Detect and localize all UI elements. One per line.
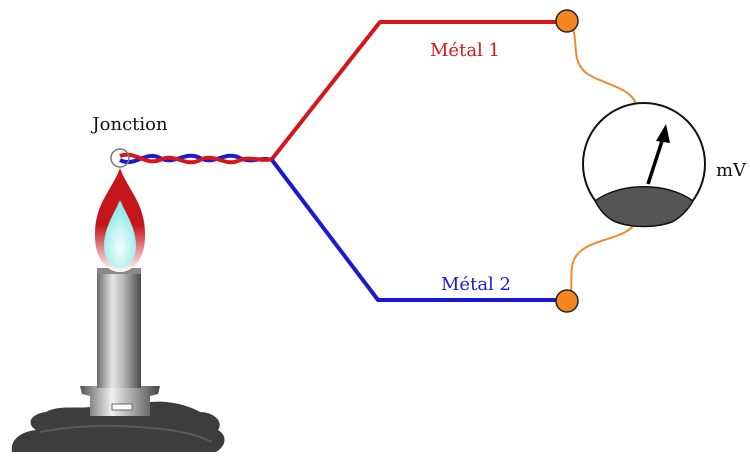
burner-tube	[97, 270, 141, 388]
metal2-label: Métal 2	[441, 274, 511, 295]
junction-label: Jonction	[90, 114, 168, 135]
metal2-wire	[270, 158, 562, 302]
metal1-label: Métal 1	[430, 40, 500, 61]
twisted-wire-red	[119, 152, 273, 165]
connector-wire-top	[569, 21, 637, 105]
connector-wire-bottom	[569, 221, 637, 301]
metal1-wire	[270, 20, 560, 161]
flame-inner	[104, 200, 136, 268]
burner-base-detail	[39, 424, 213, 443]
burner-air-hole	[111, 403, 133, 411]
meter-unit-label: mV	[716, 160, 747, 181]
junction-marker	[110, 148, 130, 168]
burner-collar	[80, 386, 160, 416]
meter-scale-arc	[594, 186, 694, 228]
meter-needle	[646, 137, 665, 185]
terminal-bottom	[555, 289, 579, 313]
terminal-top	[555, 9, 579, 33]
millivoltmeter	[582, 102, 706, 228]
meter-needle-tip	[656, 124, 670, 143]
